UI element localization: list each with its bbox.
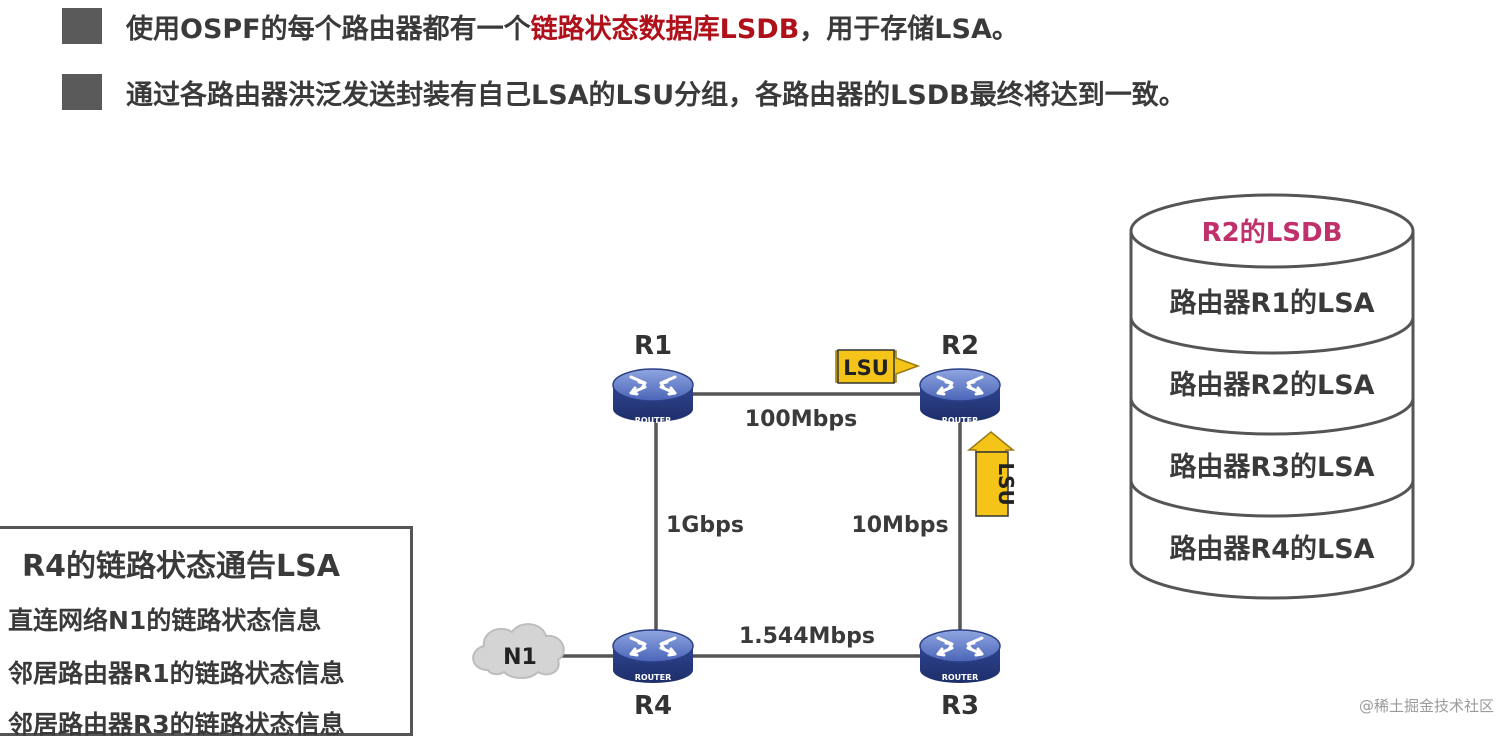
router-r2-label: R2 <box>941 331 979 361</box>
lsu-arrow-right: LSU <box>835 349 921 384</box>
bullet-1-text: 使用OSPF的每个路由器都有一个链路状态数据库LSDB，用于存储LSA。 <box>126 13 1019 45</box>
router-r4-icon-text: ROUTER <box>635 673 672 682</box>
network-n1-cloud-icon: N1 <box>472 623 565 679</box>
lsu-right-label: LSU <box>843 356 889 380</box>
lsdb-entry-r3: 路由器R3的LSA <box>1169 451 1374 483</box>
lsu-up-label: LSU <box>994 462 1018 505</box>
bullet-square-icon <box>62 8 102 44</box>
router-r2-icon: ROUTER <box>918 367 1002 425</box>
router-r4-icon: ROUTER <box>611 628 695 685</box>
network-n1-label: N1 <box>503 645 537 670</box>
bullet-2-text: 通过各路由器洪泛发送封装有自己LSA的LSU分组，各路由器的LSDB最终将达到一… <box>126 79 1186 111</box>
router-r4-label: R4 <box>634 691 672 721</box>
router-r2-icon-text: ROUTER <box>942 416 979 425</box>
r4-lsa-row-r3: 邻居路由器R3的链路状态信息 <box>8 710 345 739</box>
ospf-topology-diagram: ROUTER ROUTER ROUTER ROUTER R1 R2 R4 R3 … <box>472 193 1415 721</box>
r2-lsdb-cylinder: R2的LSDB 路由器R1的LSA 路由器R2的LSA 路由器R3的LSA 路由… <box>1129 193 1415 600</box>
lsdb-entry-r1: 路由器R1的LSA <box>1169 287 1374 319</box>
link-r1-r2-label: 100Mbps <box>745 407 857 432</box>
router-r3-icon-text: ROUTER <box>942 673 979 682</box>
r4-lsa-title: R4的链路状态通告LSA <box>22 549 340 584</box>
lsu-arrow-up: LSU <box>966 431 1018 517</box>
link-r4-r3-label: 1.544Mbps <box>739 624 875 649</box>
links <box>560 392 962 658</box>
bullet-2: 通过各路由器洪泛发送封装有自己LSA的LSU分组，各路由器的LSDB最终将达到一… <box>62 70 1186 114</box>
lsdb-entry-r4: 路由器R4的LSA <box>1169 533 1374 565</box>
link-r1-r4-label: 1Gbps <box>666 513 744 538</box>
r4-lsa-row-r1: 邻居路由器R1的链路状态信息 <box>8 659 345 688</box>
lsdb-title: R2的LSDB <box>1202 217 1343 248</box>
lsdb-highlight: 链路状态数据库LSDB <box>530 13 800 45</box>
link-r2-r3-label: 10Mbps <box>851 513 948 538</box>
router-r1-icon-text: ROUTER <box>635 416 672 425</box>
router-r3-icon: ROUTER <box>918 628 1002 685</box>
router-r1-label: R1 <box>634 331 672 361</box>
router-r3-label: R3 <box>941 691 979 721</box>
bullet-square-icon <box>62 74 102 110</box>
r4-lsa-box: R4的链路状态通告LSA 直连网络N1的链路状态信息 邻居路由器R1的链路状态信… <box>0 526 413 739</box>
r4-lsa-row-n1: 直连网络N1的链路状态信息 <box>8 606 322 635</box>
watermark: @稀土掘金技术社区 <box>1358 697 1494 715</box>
lsdb-entry-r2: 路由器R2的LSA <box>1169 369 1374 401</box>
bullet-1: 使用OSPF的每个路由器都有一个链路状态数据库LSDB，用于存储LSA。 <box>62 4 1019 48</box>
router-r1-icon: ROUTER <box>611 367 695 425</box>
